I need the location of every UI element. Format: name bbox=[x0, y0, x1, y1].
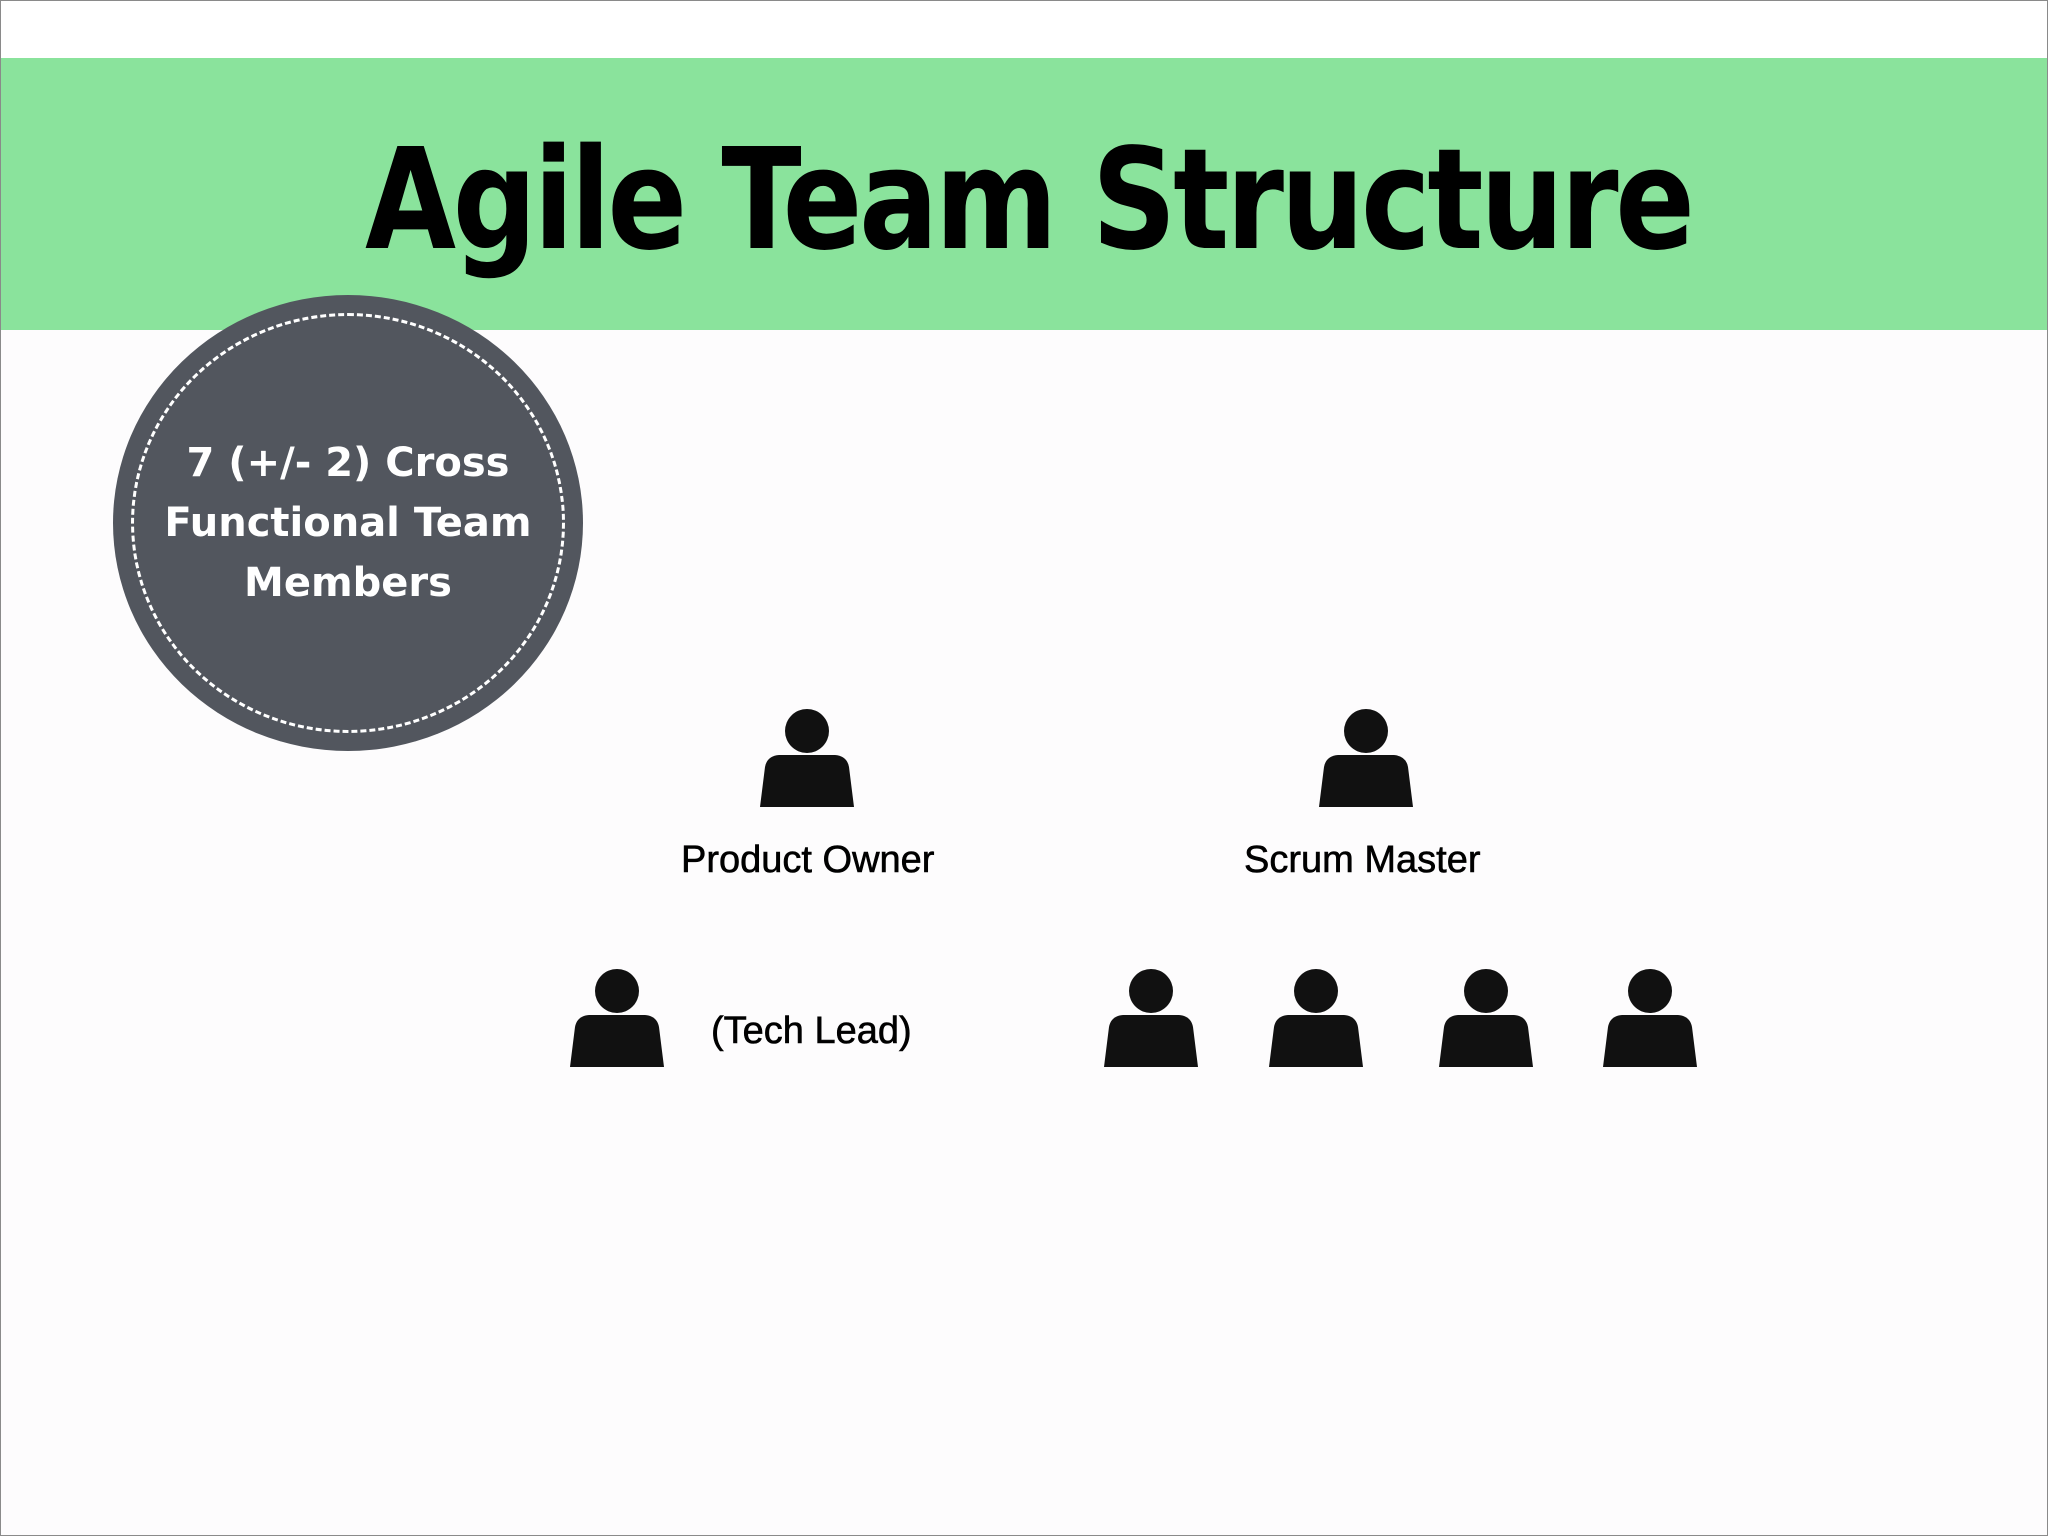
tech-lead-label: (Tech Lead) bbox=[711, 1010, 912, 1053]
badge-text: 7 (+/- 2) Cross Functional Team Members bbox=[153, 433, 543, 613]
tech-lead-person-icon bbox=[562, 967, 672, 1069]
badge-line-1: 7 (+/- 2) Cross bbox=[186, 440, 510, 486]
person-icon bbox=[1603, 969, 1697, 1067]
person-icon bbox=[1439, 969, 1533, 1067]
slide-title: Agile Team Structure bbox=[365, 119, 1695, 282]
top-strip bbox=[1, 1, 2047, 58]
scrum-master-person-icon bbox=[1311, 707, 1421, 809]
person-icon bbox=[570, 969, 664, 1067]
product-owner-person-icon bbox=[752, 707, 862, 809]
person-icon bbox=[1269, 969, 1363, 1067]
badge-line-2: Functional Team bbox=[164, 500, 532, 546]
team-member-1-person-icon bbox=[1096, 967, 1206, 1069]
product-owner-label: Product Owner bbox=[681, 839, 935, 882]
team-member-4-person-icon bbox=[1595, 967, 1705, 1069]
team-member-3-person-icon bbox=[1431, 967, 1541, 1069]
title-banner bbox=[1, 58, 2047, 330]
badge-dashed-ring bbox=[131, 313, 565, 733]
scrum-master-label: Scrum Master bbox=[1244, 839, 1481, 882]
person-icon bbox=[760, 709, 854, 807]
team-size-badge: 7 (+/- 2) Cross Functional Team Members bbox=[113, 295, 583, 751]
team-member-2-person-icon bbox=[1261, 967, 1371, 1069]
person-icon bbox=[1319, 709, 1413, 807]
person-icon bbox=[1104, 969, 1198, 1067]
badge-line-3: Members bbox=[244, 560, 452, 606]
